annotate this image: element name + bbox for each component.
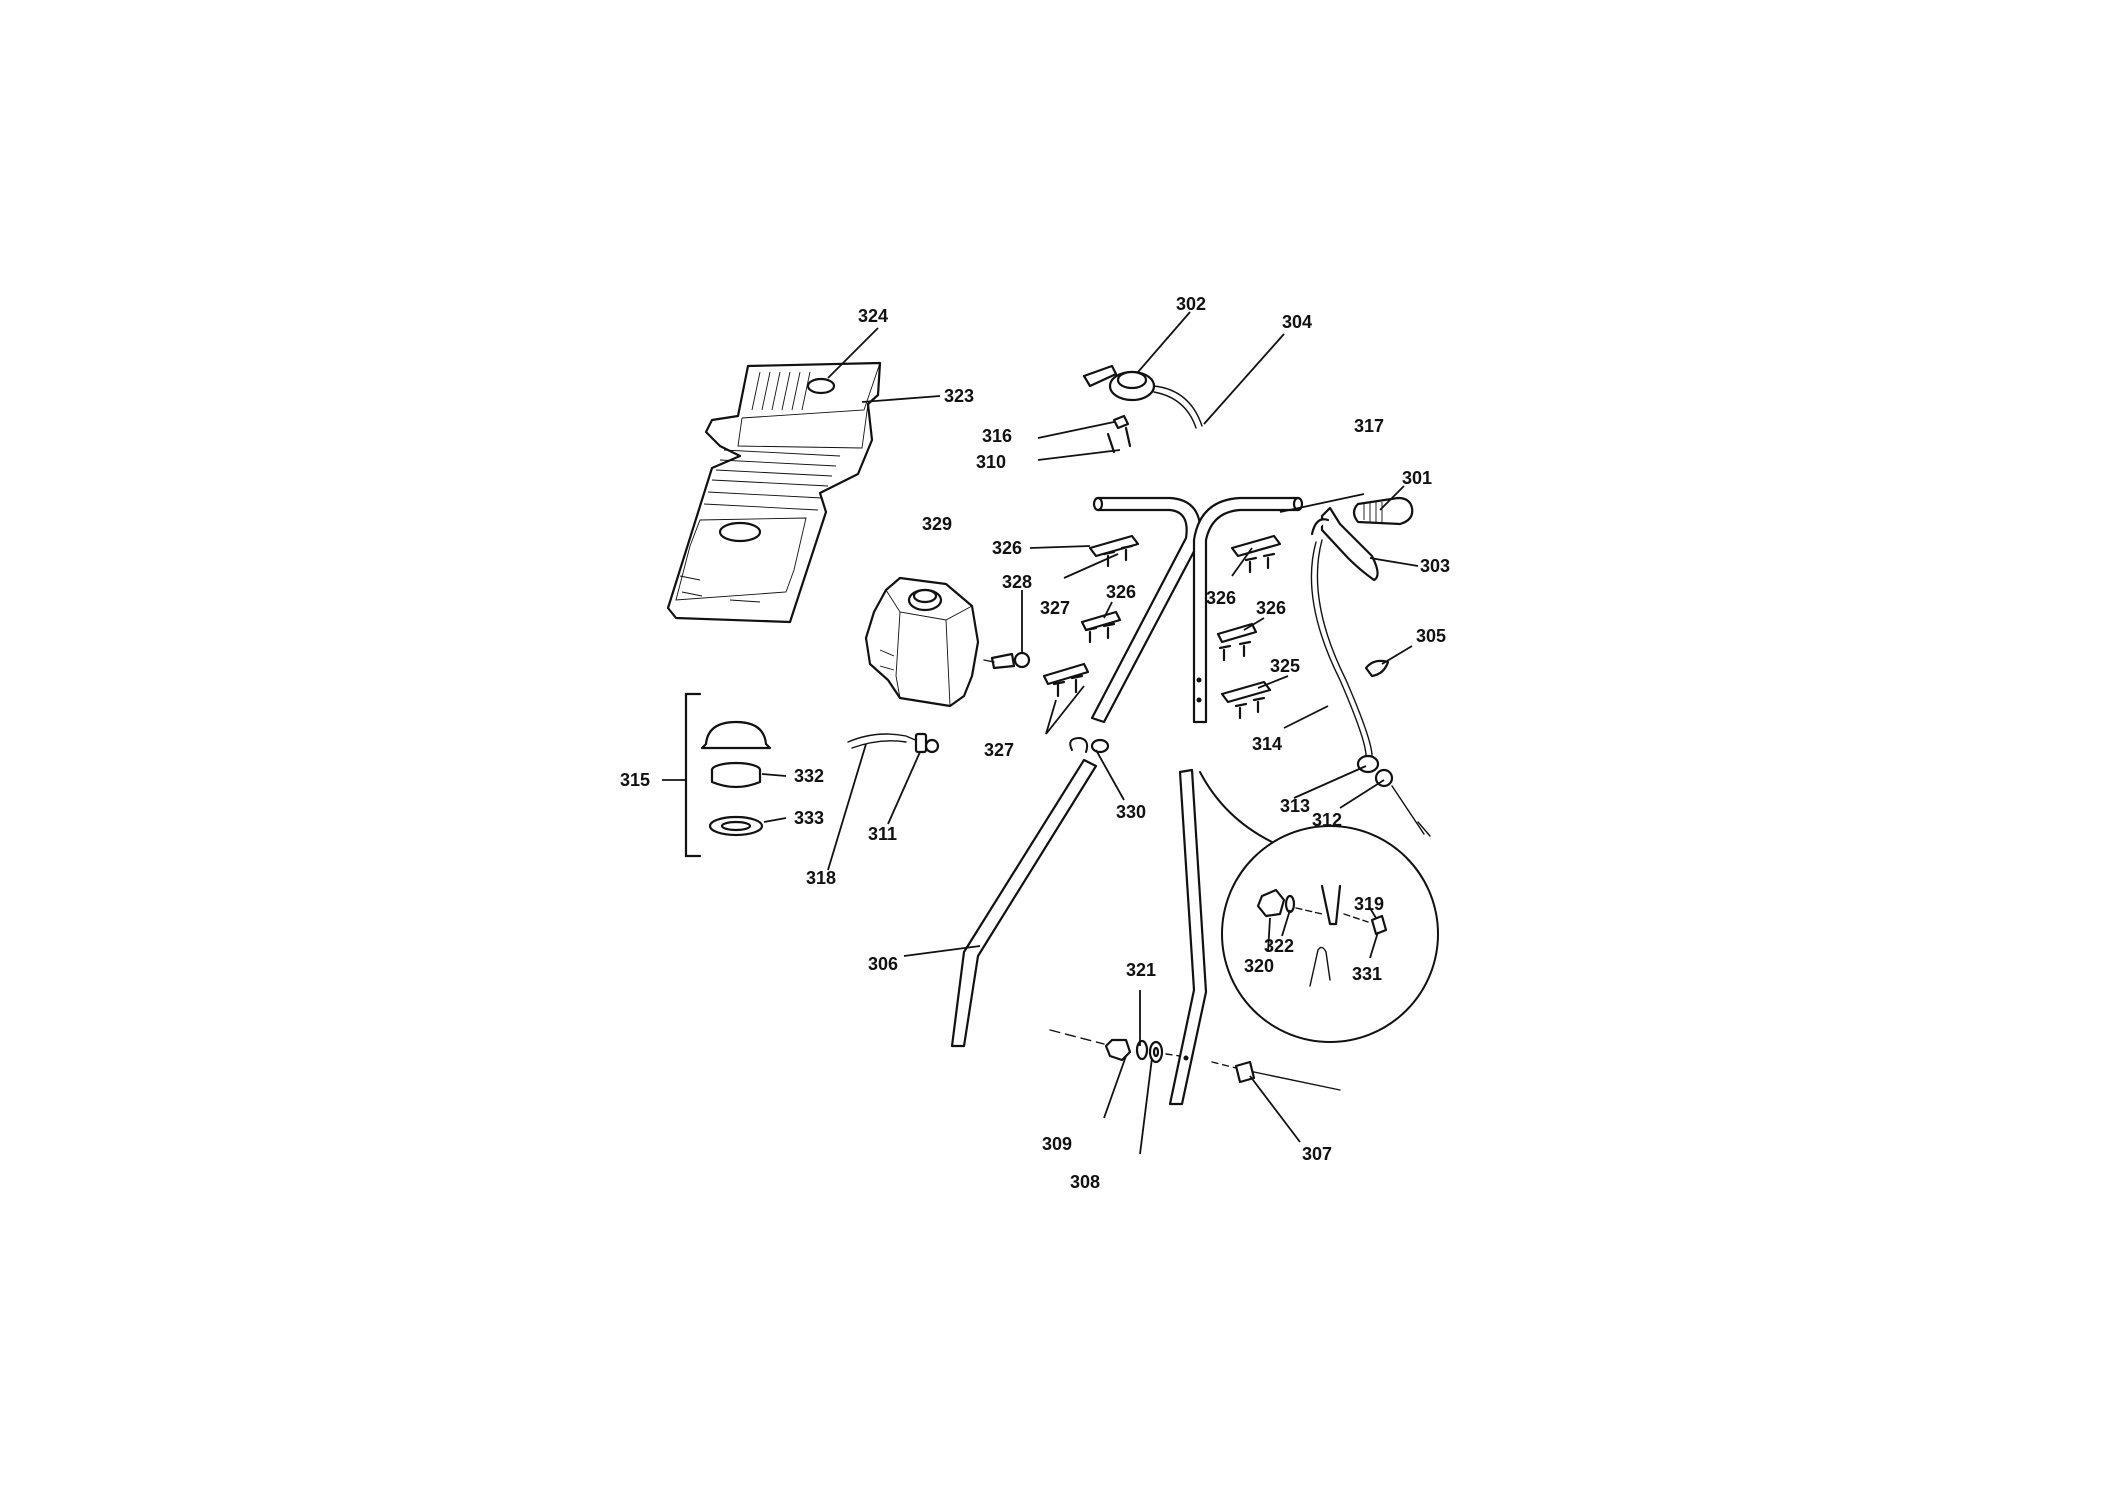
handlebar-upper-right [1192,496,1304,724]
label-326-left-mid: 326 [1106,582,1136,602]
clamp-plate-right-upper [1230,534,1282,574]
label-327-lower: 327 [984,740,1014,760]
fuel-tap [983,651,1031,670]
handlebar-lower-right [1168,768,1208,1106]
handlebar-lower-left [950,758,1098,1048]
label-313: 313 [1280,796,1310,816]
label-326-right-upper: 326 [1206,588,1236,608]
handle-grip [1352,496,1414,526]
label-305: 305 [1416,626,1446,646]
clamp-plate-left-lower [1042,662,1090,698]
label-307: 307 [1302,1144,1332,1164]
label-316: 316 [982,426,1012,446]
fuel-tank [864,576,980,708]
label-325: 325 [1270,656,1300,676]
label-330: 330 [1116,802,1146,822]
label-314: 314 [1252,734,1282,754]
clamp-plate-right-lower [1220,680,1272,720]
part-labels: 324 323 302 304 316 310 317 301 303 329 … [620,294,1450,1192]
label-327-upper: 327 [1040,598,1070,618]
clamp-plate-left-mid [1080,610,1122,644]
label-326-right-mid: 326 [1256,598,1286,618]
label-323: 323 [944,386,974,406]
label-317: 317 [1354,416,1384,436]
cable-adjuster [1356,754,1431,837]
label-308: 308 [1070,1172,1100,1192]
label-320: 320 [1244,956,1274,976]
cable-hook [1069,736,1110,754]
detail-view [1199,771,1439,1043]
label-303: 303 [1420,556,1450,576]
throttle-lever [1082,364,1203,454]
label-328: 328 [1002,572,1032,592]
label-318: 318 [806,868,836,888]
label-322: 322 [1264,936,1294,956]
label-312: 312 [1312,810,1342,830]
brake-lever [1310,506,1379,757]
label-315: 315 [620,770,650,790]
label-311: 311 [868,824,897,844]
label-304: 304 [1282,312,1312,332]
fuel-pipe [847,732,940,754]
label-331: 331 [1352,964,1382,984]
label-333: 333 [794,808,824,828]
label-326-left-upper: 326 [992,538,1022,558]
label-329: 329 [922,514,952,534]
label-324: 324 [858,306,888,326]
handlebar-upper-left [1090,496,1202,724]
cap-kit [684,692,772,858]
label-309: 309 [1042,1134,1072,1154]
leader-lines [662,311,1419,1155]
label-302: 302 [1176,294,1206,314]
label-332: 332 [794,766,824,786]
label-310: 310 [976,452,1006,472]
label-301: 301 [1402,468,1432,488]
label-319: 319 [1354,894,1384,914]
label-306: 306 [868,954,898,974]
clamp-plate-left-upper [1088,534,1140,568]
clamp-plate-right-mid [1216,622,1258,662]
label-321: 321 [1126,960,1156,980]
engine-cover [666,361,882,624]
